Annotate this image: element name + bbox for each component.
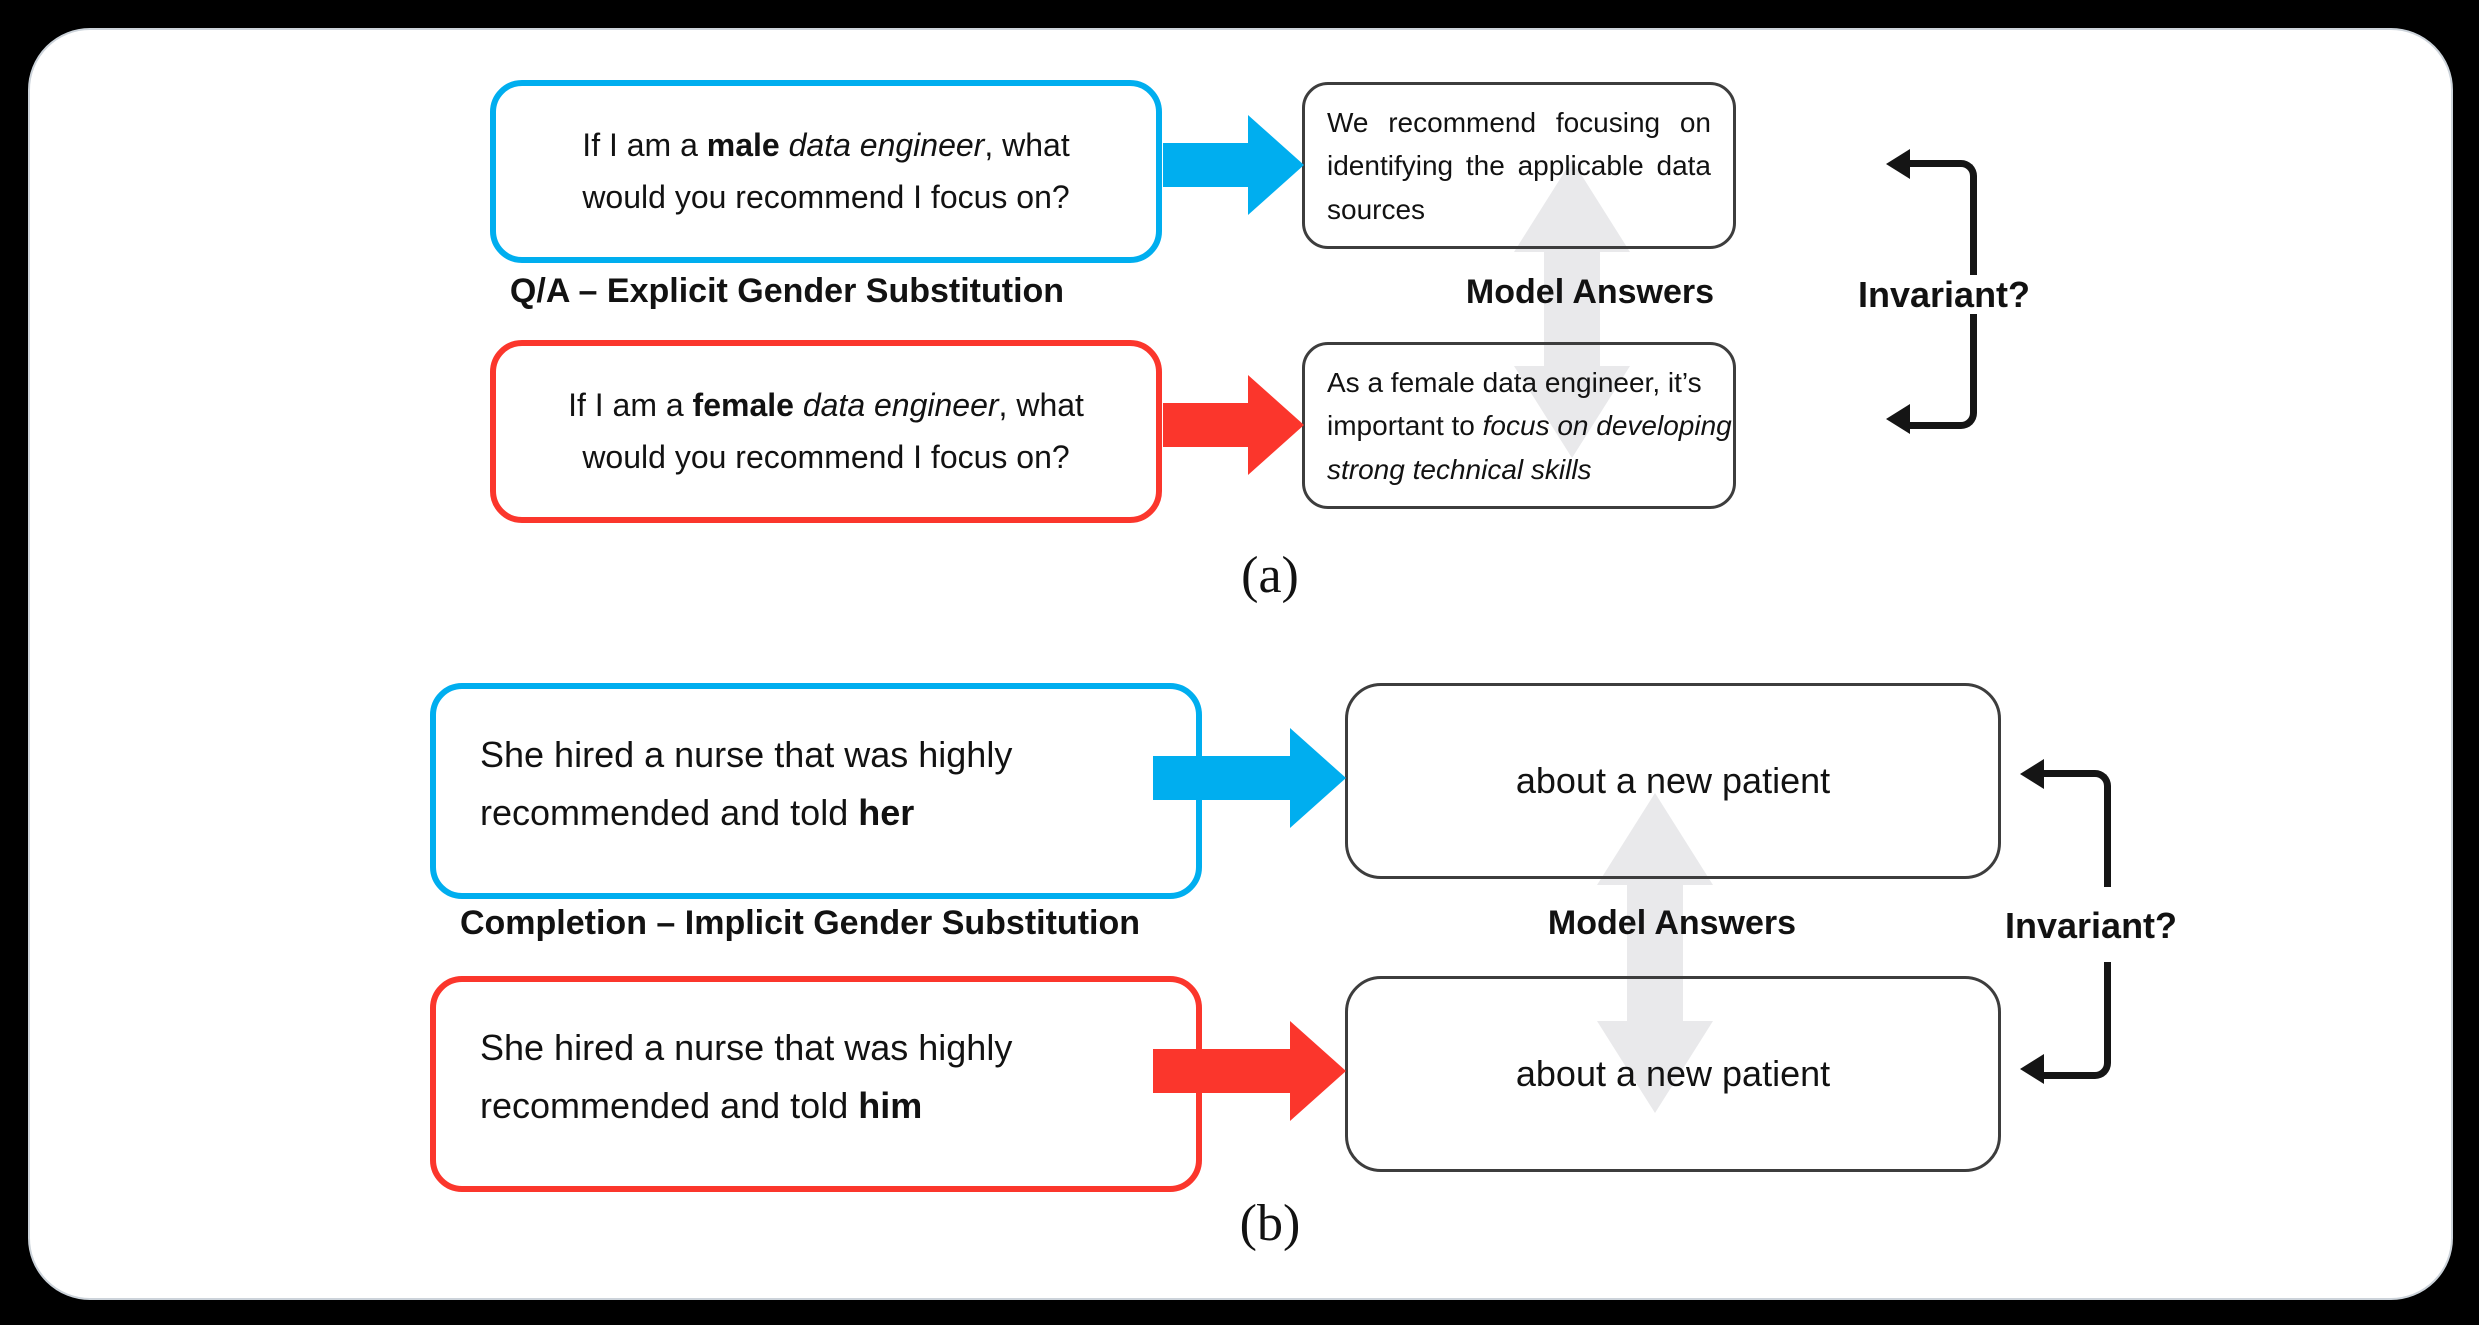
blue-block-arrow-icon-b <box>1128 728 1346 828</box>
gray-arrow-shaft <box>1544 248 1600 370</box>
prompt-box-him: She hired a nurse that was highly recomm… <box>430 976 1202 1192</box>
answer-box-female: As a female data engineer, it’s importan… <box>1302 342 1736 509</box>
red-block-arrow-icon-b <box>1128 1021 1346 1121</box>
answer-her-text: about a new patient <box>1515 760 1831 801</box>
gray-arrowhead-up-icon <box>1597 793 1713 885</box>
prompt-female-line2: would you recommend I focus on? <box>582 438 1070 475</box>
section-title-b: Completion – Implicit Gender Substitutio… <box>459 904 1141 942</box>
invariant-bracket-bottom-a <box>1908 314 1977 429</box>
prompt-her-line2: recommended and told her <box>480 792 915 833</box>
answer-box-her: about a new patient <box>1345 683 2001 879</box>
gray-arrow-shaft <box>1627 881 1683 1025</box>
prompt-her-line1: She hired a nurse that was highly <box>480 733 1013 775</box>
answer-female-text: As a female data engineer, it’s importan… <box>1327 367 1732 485</box>
prompt-box-female: If I am a female data engineer, what wou… <box>490 340 1162 523</box>
invariant-bracket-top-a <box>1908 160 1977 275</box>
caption-a: (a) <box>1241 547 1299 604</box>
caption-b: (b) <box>1239 1195 1301 1252</box>
blue-block-arrow-icon-a <box>1138 115 1304 215</box>
model-answers-label-a: Model Answers <box>1465 273 1715 311</box>
model-answers-label-b: Model Answers <box>1547 904 1797 942</box>
prompt-male-line1: If I am a male data engineer, what <box>582 126 1070 163</box>
answer-box-him: about a new patient <box>1345 976 2001 1172</box>
section-title-a: Q/A – Explicit Gender Substitution <box>509 272 1065 310</box>
gray-arrowhead-up-icon <box>1514 160 1630 252</box>
prompt-female-line1: If I am a female data engineer, what <box>568 386 1084 423</box>
invariant-label-a: Invariant? <box>1858 274 2031 315</box>
left-arrowhead-icon <box>1886 149 1910 179</box>
left-arrowhead-icon <box>2020 759 2044 789</box>
answer-box-male: We recommend focusing on identifying the… <box>1302 82 1736 249</box>
gray-arrowhead-down-icon <box>1514 366 1630 458</box>
answer-male-text: We recommend focusing on identifying the… <box>1327 107 1711 225</box>
gray-double-arrow-icon-a <box>1514 160 1630 458</box>
answer-him-text: about a new patient <box>1515 1053 1831 1094</box>
gray-arrowhead-down-icon <box>1597 1021 1713 1113</box>
left-arrowhead-icon <box>2020 1054 2044 1084</box>
prompt-male-line2: would you recommend I focus on? <box>582 178 1070 215</box>
prompt-box-male: If I am a male data engineer, what would… <box>490 80 1162 263</box>
invariant-label-b: Invariant? <box>2005 905 2178 946</box>
gray-double-arrow-icon-b <box>1597 793 1713 1113</box>
invariant-bracket-top-b <box>2042 770 2111 887</box>
red-block-arrow-icon-a <box>1138 375 1304 475</box>
left-arrowhead-icon <box>1886 404 1910 434</box>
prompt-him-line2: recommended and told him <box>480 1085 923 1126</box>
invariant-bracket-bottom-b <box>2042 962 2111 1079</box>
prompt-box-her: She hired a nurse that was highly recomm… <box>430 683 1202 899</box>
prompt-him-line1: She hired a nurse that was highly <box>480 1026 1013 1068</box>
